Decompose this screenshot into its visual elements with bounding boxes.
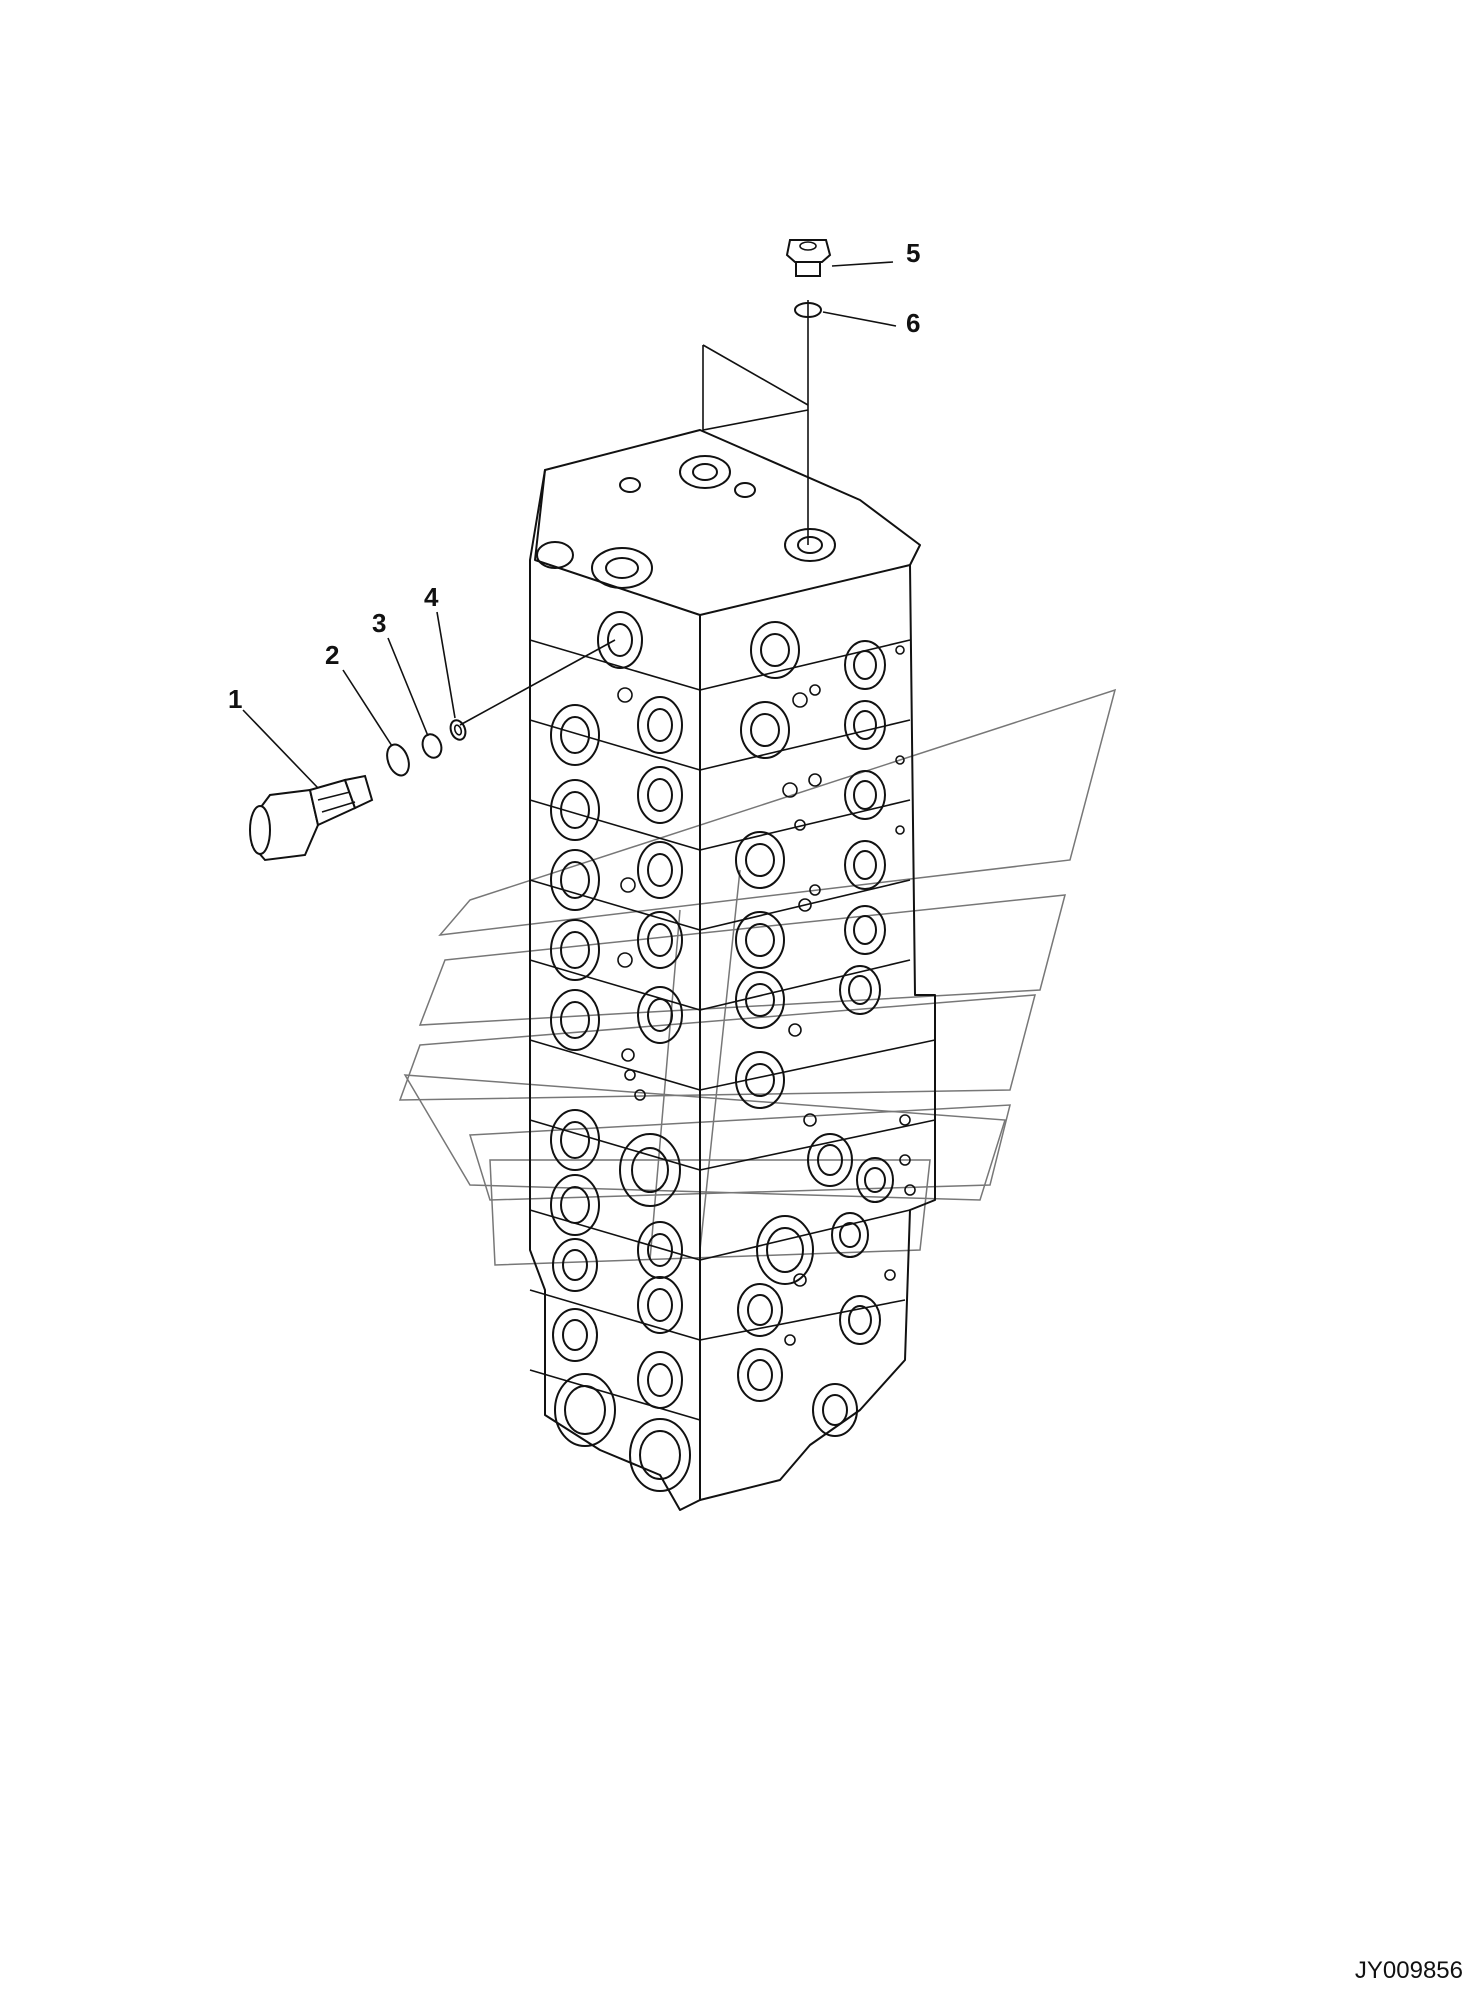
relief-valve-part [249,774,374,862]
callout-1: 1 [228,684,242,714]
plug-o-ring [794,302,822,318]
right-face-ports [735,621,916,1437]
left-face-ports [550,611,691,1492]
plug-part [785,239,832,277]
callout-labels: 1 2 3 4 5 6 [228,238,920,714]
control-valve-body [529,429,936,1511]
callout-3: 3 [372,608,386,638]
assembly-leaders [459,300,809,726]
seal-rings [386,719,467,777]
watermark-logo [398,688,1117,1266]
callout-4: 4 [424,582,439,612]
callout-2: 2 [325,640,339,670]
callout-leaders [242,261,897,789]
callout-5: 5 [906,238,920,268]
callout-6: 6 [906,308,920,338]
figure-id: JY009856 [1355,1957,1463,1984]
